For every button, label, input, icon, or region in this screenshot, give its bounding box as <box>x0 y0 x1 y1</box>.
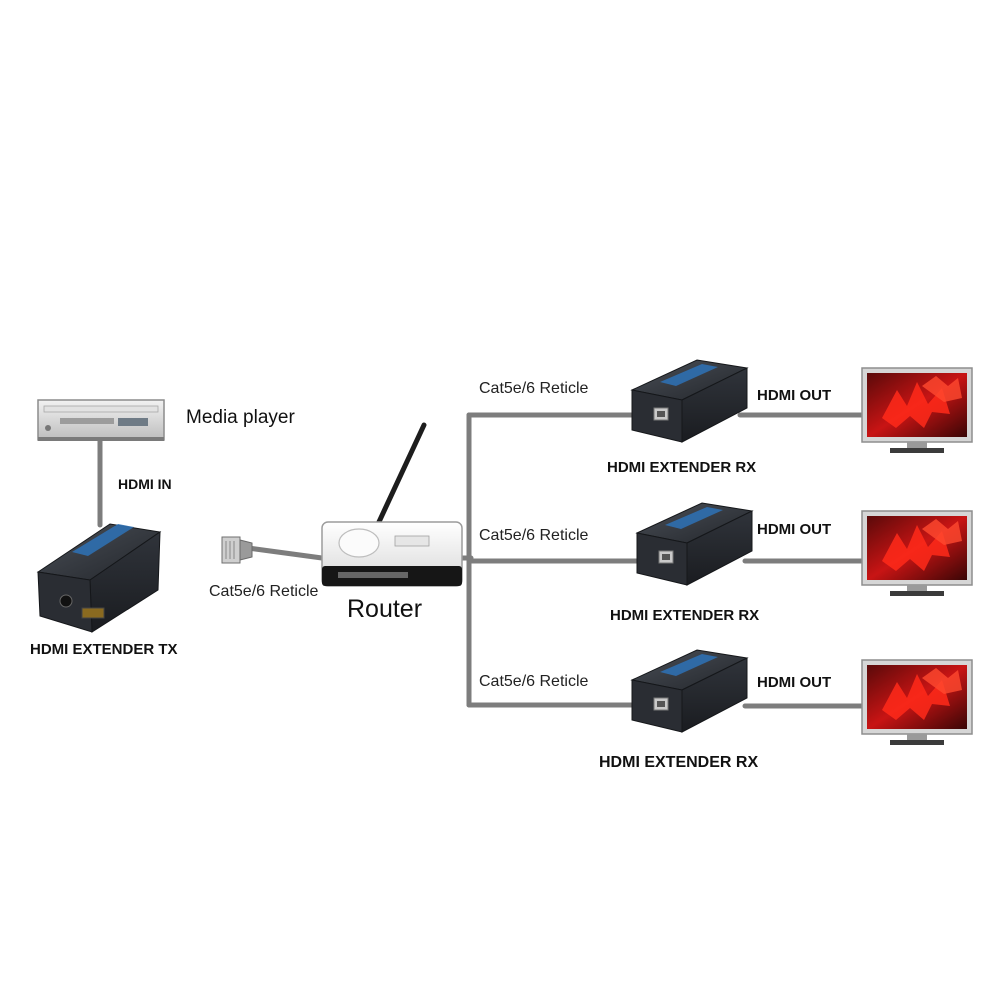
media-player-label: Media player <box>186 407 295 428</box>
tx-router-cable <box>245 545 325 561</box>
rj45-connector-icon <box>221 536 253 564</box>
branch-cable-label-2: Cat5e/6 Reticle <box>479 527 588 544</box>
hdmi-in-label: HDMI IN <box>118 476 172 492</box>
branch-cable-label-1: Cat5e/6 Reticle <box>479 380 588 397</box>
tv-display-icon-3 <box>861 659 973 746</box>
rx-name-label-2: HDMI EXTENDER RX <box>610 607 759 624</box>
rx-name-label-1: HDMI EXTENDER RX <box>607 459 756 476</box>
hdmi-out-label-3: HDMI OUT <box>757 674 831 691</box>
router-label: Router <box>347 595 422 623</box>
hdmi-extender-tx-icon <box>36 523 162 633</box>
media-player-icon <box>37 399 165 441</box>
rx-name-label-3: HDMI EXTENDER RX <box>599 754 758 771</box>
hdmi-out-label-2: HDMI OUT <box>757 521 831 538</box>
hdmi-extender-rx-icon-1 <box>631 359 748 443</box>
branch-cable-label-3: Cat5e/6 Reticle <box>479 673 588 690</box>
router-icon <box>321 422 463 587</box>
tx-name-label: HDMI EXTENDER TX <box>30 641 178 658</box>
tx-cable-label: Cat5e/6 Reticle <box>209 583 318 600</box>
tv-display-icon-2 <box>861 510 973 597</box>
hdmi-extender-rx-icon-3 <box>631 649 748 733</box>
tv-display-icon-1 <box>861 367 973 454</box>
hdmi-extender-rx-icon-2 <box>636 502 753 586</box>
hdmi-out-label-1: HDMI OUT <box>757 387 831 404</box>
